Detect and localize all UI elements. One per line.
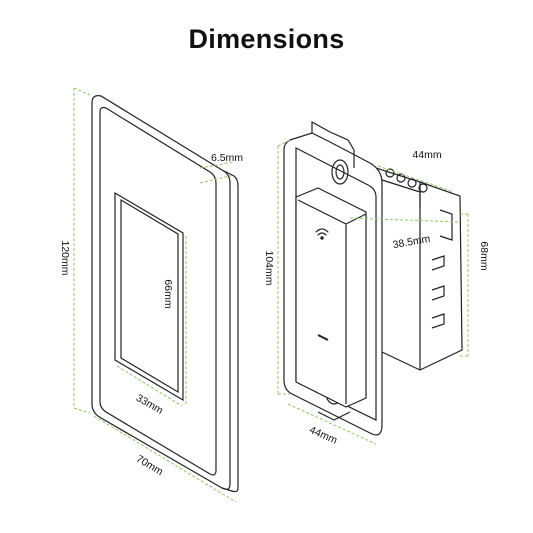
- opening-height-label: 66mm: [162, 279, 174, 308]
- top-screw-hole: [331, 159, 349, 185]
- front-width-label: 44mm: [307, 424, 339, 447]
- plate-bevel-edge: [99, 106, 217, 476]
- body-height-label: 68mm: [478, 241, 490, 270]
- top-mounting-ear: [311, 120, 355, 168]
- wifi-icon: [315, 228, 329, 240]
- front-width-dimension-line: [287, 403, 377, 445]
- diagram-title: Dimensions: [188, 24, 345, 54]
- plate-dimension-lines: [73, 87, 237, 503]
- plate-outer-face: [91, 95, 231, 490]
- opening-width-label: 33mm: [134, 392, 165, 417]
- plate-width-dimension-line: [93, 415, 237, 503]
- plate-opening-outer: [114, 191, 184, 402]
- body-width-label: 38.5mm: [392, 233, 432, 251]
- depth-label: 44mm: [412, 149, 441, 161]
- plate-depth-label: 6.5mm: [211, 152, 243, 164]
- switch-body: [283, 120, 463, 436]
- plate-opening-inner: [120, 198, 179, 394]
- led-indicator: [317, 334, 329, 341]
- rocker-button: [295, 187, 367, 408]
- body-width-dimension-line: [349, 217, 461, 223]
- housing-fin: [431, 255, 445, 271]
- switch-dimension-lines: [277, 139, 470, 445]
- strap-inner-edge: [295, 147, 377, 421]
- plate-side-thickness: [221, 169, 239, 493]
- plate-height-label: 120mm: [59, 240, 71, 275]
- terminal-screw: [407, 178, 417, 188]
- terminal-screw: [396, 173, 406, 183]
- switch-height-label: 104mm: [263, 250, 275, 285]
- opening-width-dimension-line: [116, 365, 183, 407]
- housing-fin: [431, 313, 445, 329]
- housing-fin: [431, 285, 445, 301]
- rocker-face: [297, 199, 367, 404]
- terminal-screw: [385, 168, 395, 178]
- wall-plate: [91, 95, 239, 493]
- plate-width-label: 70mm: [134, 453, 165, 478]
- terminal-screw: [418, 183, 428, 193]
- plate-depth-dimension-line: [199, 174, 235, 184]
- depth-dimension-line: [377, 165, 455, 193]
- back-housing: [375, 167, 463, 371]
- mounting-strap: [283, 132, 383, 436]
